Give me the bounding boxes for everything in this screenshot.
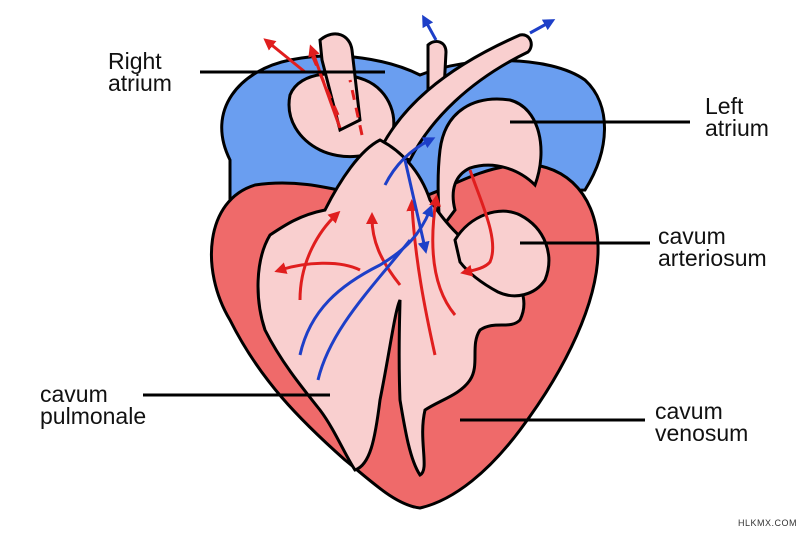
- label-line: cavum: [40, 381, 108, 407]
- label-line: venosum: [655, 420, 749, 446]
- label-leader-lines: [143, 70, 690, 422]
- ventricle-lumen: [256, 138, 526, 477]
- label-line: atrium: [108, 70, 172, 96]
- label-right-atrium: Right atrium: [108, 48, 172, 96]
- label-line: arteriosum: [658, 245, 767, 271]
- label-line: Right: [108, 48, 162, 74]
- aortic-arch: [377, 33, 533, 162]
- oxygenated-flow-arrows: [263, 38, 495, 356]
- vessel-trunk-left: [318, 32, 362, 133]
- label-left-atrium: Left atrium: [705, 93, 769, 141]
- label-line: cavum: [658, 223, 726, 249]
- label-line: Left: [705, 93, 744, 119]
- label-line: pulmonale: [40, 403, 147, 429]
- label-cavum-pulmonale: cavum pulmonale: [40, 381, 147, 429]
- cavum-arteriosum-lumen: [453, 209, 551, 298]
- label-line: atrium: [705, 115, 769, 141]
- label-cavum-arteriosum: cavum arteriosum: [658, 223, 767, 271]
- label-cavum-venosum: cavum venosum: [655, 398, 749, 446]
- label-line: cavum: [655, 398, 723, 424]
- deoxygenated-flow-arrows: [298, 14, 556, 381]
- watermark: HLKMX.COM: [738, 518, 798, 528]
